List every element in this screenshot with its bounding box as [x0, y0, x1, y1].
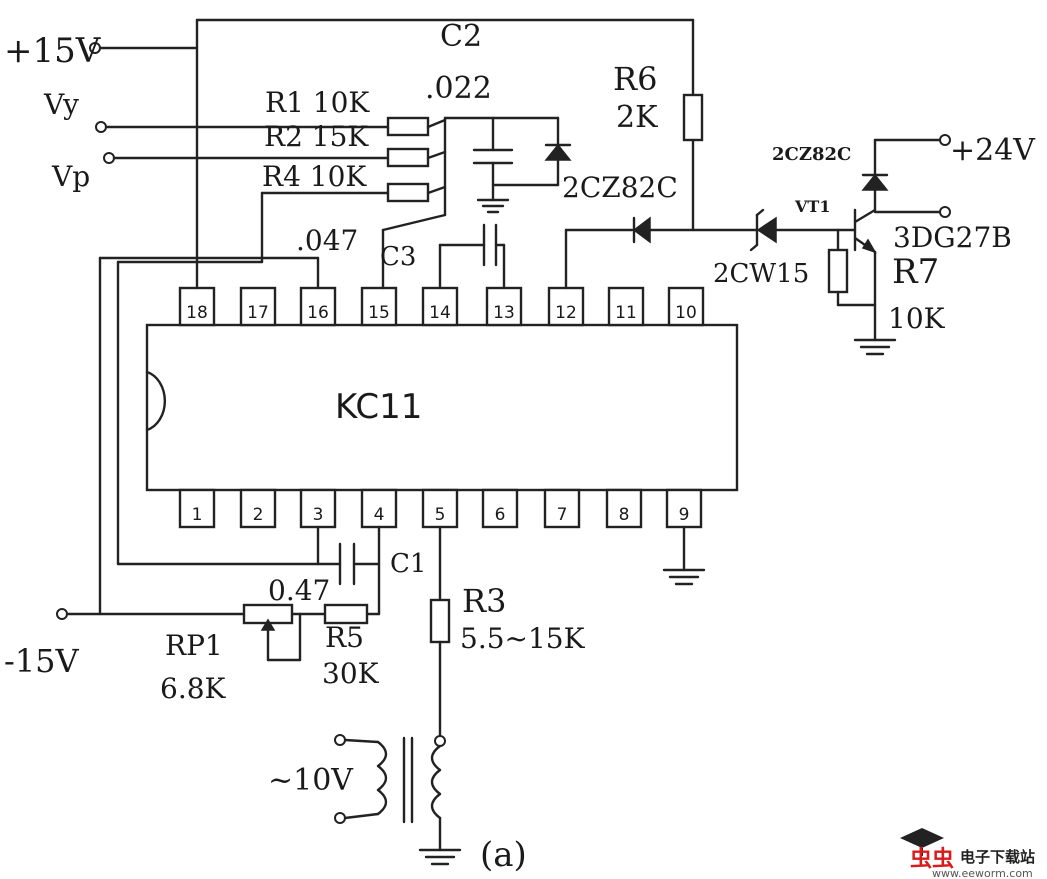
pin-13: 13	[493, 303, 515, 323]
c3-capacitor	[438, 223, 506, 290]
r3-resistor	[429, 598, 451, 644]
kc11-chip: KC11	[145, 323, 739, 492]
pos24-label: +24V	[950, 133, 1036, 168]
transformer-label: ~10V	[268, 763, 354, 798]
labels: +15V Vy Vp R1 10K R2 15K R4 10K C2 .022 …	[4, 19, 1036, 875]
pin-12: 12	[555, 303, 577, 323]
vy-label: Vy	[43, 88, 79, 121]
pin-2: 2	[253, 505, 264, 525]
r3-value-label: 5.5~15K	[460, 622, 586, 655]
chip-notch	[145, 370, 167, 432]
pin-5: 5	[435, 505, 446, 525]
figure-caption: (a)	[480, 835, 527, 875]
r5-value-label: 30K	[322, 657, 380, 690]
r1-label: R1 10K	[265, 86, 370, 119]
diode-top-label: 2CZ82C	[562, 171, 678, 204]
chip-label: KC11	[335, 387, 422, 427]
vp-terminal	[103, 152, 115, 164]
pin-6: 6	[495, 505, 506, 525]
watermark-site: 电子下载站	[960, 848, 1035, 866]
grad-cap-icon	[900, 828, 944, 848]
zener-triangle	[756, 216, 777, 244]
pin-18: 18	[186, 303, 208, 323]
c3-label: C3	[380, 242, 416, 272]
pin-15: 15	[368, 303, 390, 323]
neg15-terminal	[56, 608, 68, 620]
vt1-label: VT1	[794, 197, 830, 216]
r3-name-label: R3	[462, 582, 506, 620]
input-network	[95, 116, 572, 290]
pin-1: 1	[192, 505, 203, 525]
left-buses	[98, 256, 320, 616]
watermark-url: www.eeworm.com	[932, 867, 1033, 879]
r6-resistor	[682, 93, 704, 142]
r7-value-label: 10K	[888, 302, 946, 335]
pin-4: 4	[374, 505, 385, 525]
transformer-secondary	[430, 744, 442, 820]
diode-series-triangle	[632, 216, 651, 244]
c1-value-label: 0.47	[268, 574, 330, 607]
c1-label: C1	[390, 549, 426, 579]
rp1-value-label: 6.8K	[160, 672, 227, 705]
r6-name-label: R6	[613, 60, 657, 98]
pin-9: 9	[679, 505, 690, 525]
pin-7: 7	[557, 505, 568, 525]
pos15-label: +15V	[4, 31, 102, 71]
pin9-ground	[662, 525, 706, 586]
diode-vt-triangle	[861, 173, 889, 191]
watermark-brand: 虫虫	[910, 846, 954, 872]
pin-14: 14	[429, 303, 451, 323]
vy-terminal	[95, 121, 107, 133]
pin-17: 17	[247, 303, 269, 323]
r7-name-label: R7	[892, 252, 939, 292]
transformer-primary	[376, 740, 388, 816]
diode-top-triangle	[544, 143, 572, 161]
r4-resistor	[386, 182, 430, 203]
r7-resistor	[827, 248, 849, 294]
xfmr-terminal-bottom	[334, 812, 346, 824]
rp1-wiper-arrow	[260, 618, 276, 631]
pos15-net	[89, 18, 704, 290]
pin-3: 3	[313, 505, 324, 525]
pin-11: 11	[615, 303, 637, 323]
chip-bottom-pins: 1 2 3 4 5 6 7 8 9	[178, 488, 703, 529]
r2-resistor	[386, 147, 430, 168]
r2-label: R2 15K	[264, 120, 369, 153]
pin-16: 16	[307, 303, 329, 323]
pos24-terminal	[939, 134, 951, 146]
diode-vt-label: 2CZ82C	[772, 144, 851, 165]
chip-top-pins: 18 17 16 15 14 13 12 11 10	[178, 286, 705, 327]
pin-8: 8	[619, 505, 630, 525]
output-stage	[564, 134, 951, 356]
r6-value-label: 2K	[616, 100, 658, 135]
r1-resistor	[386, 116, 430, 137]
c2-name-label: C2	[440, 19, 482, 54]
output-terminal	[939, 206, 951, 218]
zener-label: 2CW15	[713, 259, 809, 289]
c16-value-label: .047	[296, 224, 358, 257]
sync-input	[334, 525, 462, 866]
r4-label: R4 10K	[262, 160, 367, 193]
c2-value-label: .022	[425, 71, 492, 106]
rp1-name-label: RP1	[165, 629, 223, 662]
r5-name-label: R5	[325, 621, 364, 654]
neg15-label: -15V	[4, 642, 80, 680]
vp-label: Vp	[51, 160, 90, 193]
bottom-network	[56, 525, 381, 662]
vt1-type-label: 3DG27B	[893, 221, 1012, 254]
pin-10: 10	[675, 303, 697, 323]
xfmr-terminal-top	[334, 734, 346, 746]
watermark: 虫虫 电子下载站 www.eeworm.com	[900, 828, 1035, 879]
